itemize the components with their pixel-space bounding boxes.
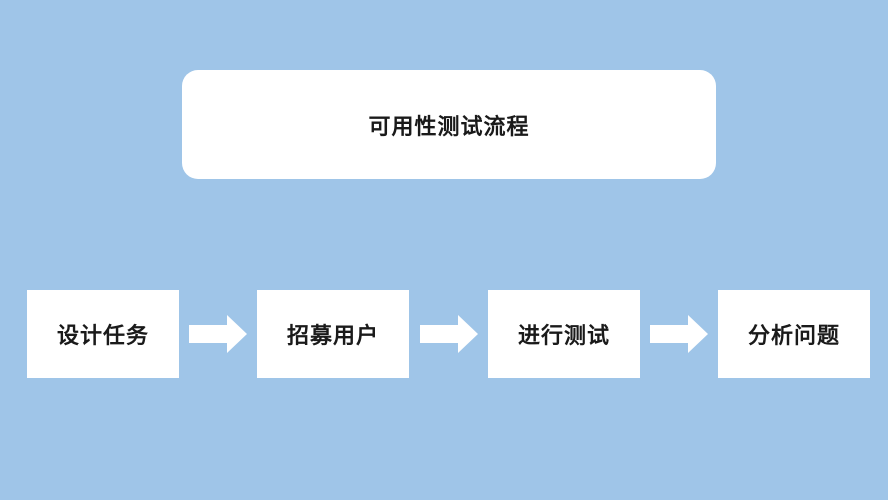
step-box-design-tasks: 设计任务 [27,290,179,378]
step-label: 分析问题 [747,324,840,349]
title-box: 可用性测试流程 [182,70,716,179]
step-label: 进行测试 [517,324,610,349]
step-box-recruit-users: 招募用户 [257,290,409,378]
diagram-title: 可用性测试流程 [368,114,530,140]
right-arrow-icon [420,315,478,353]
step-label: 设计任务 [56,324,149,349]
right-arrow-icon [650,315,708,353]
step-label: 招募用户 [286,324,379,349]
right-arrow-icon [189,315,247,353]
step-box-run-test: 进行测试 [488,290,640,378]
step-box-analyze-issues: 分析问题 [718,290,870,378]
